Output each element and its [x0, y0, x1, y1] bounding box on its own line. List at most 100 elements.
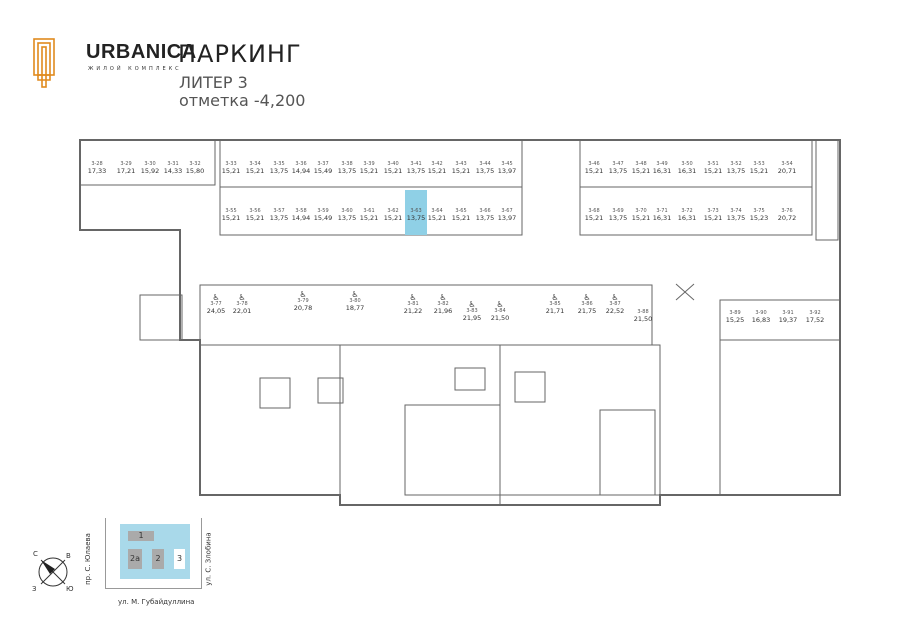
spot-area: 15,25: [725, 315, 745, 324]
spot-area: 16,31: [677, 166, 697, 175]
spot-area: 15,92: [140, 166, 160, 175]
spot-area: 20,78: [293, 303, 313, 312]
spot-id: 3-31: [167, 161, 179, 167]
spot-area: 15,21: [245, 166, 265, 175]
spot-id: 3-89: [729, 310, 741, 316]
spot-area: 15,21: [749, 166, 769, 175]
spot-area: 13,75: [337, 213, 357, 222]
spot-area: 13,75: [269, 213, 289, 222]
spot-id: 3-34: [249, 161, 261, 167]
spot-area: 15,21: [383, 166, 403, 175]
spot-area: 15,23: [749, 213, 769, 222]
spot-area: 13,75: [337, 166, 357, 175]
spot-id: 3-30: [144, 161, 156, 167]
spot-area: 15,49: [313, 166, 333, 175]
spot-area: 21,95: [462, 313, 482, 322]
spot-id: 3-74: [730, 208, 742, 214]
spot-id: 3-76: [781, 208, 793, 214]
wheelchair-icon: ♿: [468, 300, 476, 309]
compass-e: В: [66, 552, 71, 560]
spot-area: 13,75: [406, 166, 426, 175]
spot-area: 13,75: [406, 213, 426, 222]
spot-id: 3-56: [249, 208, 261, 214]
spot-id: 3-61: [363, 208, 375, 214]
spot-area: 15,21: [451, 166, 471, 175]
spot-id: 3-65: [455, 208, 467, 214]
spot-id: 3-67: [501, 208, 513, 214]
spot-id: 3-69: [612, 208, 624, 214]
spot-id: 3-50: [681, 161, 693, 167]
spot-area: 19,37: [778, 315, 798, 324]
page-title: ПАРКИНГ: [178, 40, 302, 68]
spot-area: 13,97: [497, 166, 517, 175]
spot-id: 3-32: [189, 161, 201, 167]
building-2a: 2а: [128, 549, 142, 569]
